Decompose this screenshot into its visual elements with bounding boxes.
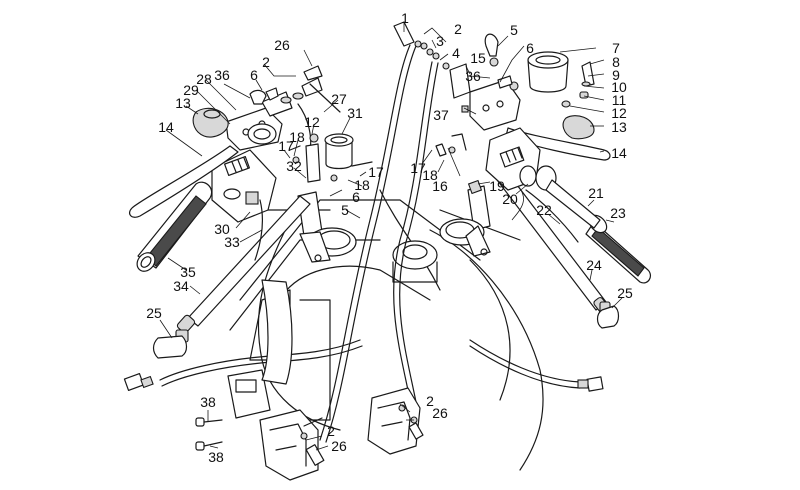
left-throttle-grip <box>136 181 213 272</box>
callout-6: 6 <box>526 40 534 56</box>
leader-lines <box>159 22 623 451</box>
callout-25: 25 <box>617 285 633 301</box>
left-switch-cover <box>192 107 229 138</box>
callout-2b: 2 <box>262 54 270 70</box>
right-brake-master-cylinder <box>449 33 569 131</box>
callout-1: 1 <box>401 10 409 26</box>
callout-10: 10 <box>611 79 627 95</box>
right-lever <box>505 127 611 161</box>
callout-5b: 5 <box>341 202 349 218</box>
callout-28: 28 <box>196 71 212 87</box>
callout-17c: 17 <box>368 164 384 180</box>
callout-35: 35 <box>180 264 196 280</box>
callout-30: 30 <box>214 221 230 237</box>
brake-hoses <box>319 44 439 443</box>
callout-26c: 26 <box>432 405 448 421</box>
callout-16: 16 <box>432 178 448 194</box>
left-clutch-reservoir <box>289 133 373 183</box>
callout-29: 29 <box>183 82 199 98</box>
callout-32: 32 <box>286 158 302 174</box>
callout-24: 24 <box>586 257 602 273</box>
callout-5: 5 <box>510 22 518 38</box>
callout-37: 37 <box>433 107 449 123</box>
right-reservoir-hardware <box>561 61 595 108</box>
callout-2d: 2 <box>426 393 434 409</box>
callout-26: 26 <box>274 37 290 53</box>
callout-23: 23 <box>610 205 626 221</box>
left-lever <box>128 145 239 218</box>
right-clip-on <box>439 179 491 257</box>
callout-38a: 38 <box>200 394 216 410</box>
caliper-bolts <box>195 417 223 451</box>
callout-36b: 36 <box>214 67 230 83</box>
callout-17b: 17 <box>278 138 294 154</box>
right-small-bracket <box>435 133 467 157</box>
callout-6c: 6 <box>352 189 360 205</box>
callout-8: 8 <box>612 54 620 70</box>
left-switch-housing <box>211 149 277 261</box>
callout-15: 15 <box>470 50 486 66</box>
left-brake-caliper <box>227 369 325 481</box>
callout-36: 36 <box>465 68 481 84</box>
callout-25b: 25 <box>146 305 162 321</box>
callout-33: 33 <box>224 234 240 250</box>
left-clip-on <box>297 191 357 263</box>
callout-20: 20 <box>502 191 518 207</box>
callout-26b: 26 <box>331 438 347 454</box>
callout-6b: 6 <box>250 67 258 83</box>
callout-14: 14 <box>611 145 627 161</box>
callout-12b: 12 <box>304 114 320 130</box>
right-bar-end-weight <box>596 301 620 329</box>
callout-12: 12 <box>611 105 627 121</box>
callout-13: 13 <box>611 119 627 135</box>
callout-27: 27 <box>331 91 347 107</box>
callout-2: 2 <box>454 21 462 37</box>
wiring-connectors <box>123 339 604 392</box>
callout-11: 11 <box>611 92 627 108</box>
frame-structure <box>229 189 544 471</box>
left-handlebar-tube <box>176 195 311 334</box>
callout-22: 22 <box>536 202 552 218</box>
callout-4: 4 <box>452 45 460 61</box>
callout-3: 3 <box>436 33 444 49</box>
left-bar-end-weight <box>152 329 189 359</box>
callout-19: 19 <box>489 178 505 194</box>
callout-38b: 38 <box>208 449 224 465</box>
right-throttle-parts <box>511 165 601 243</box>
callout-18c: 18 <box>354 177 370 193</box>
callout-13b: 13 <box>175 95 191 111</box>
callout-7: 7 <box>612 40 620 56</box>
callout-18: 18 <box>422 167 438 183</box>
callout-2c: 2 <box>327 423 335 439</box>
callout-21: 21 <box>588 185 604 201</box>
callout-31: 31 <box>347 105 363 121</box>
callout-34: 34 <box>173 278 189 294</box>
left-fork-leg <box>261 279 293 385</box>
callout-18b: 18 <box>289 129 305 145</box>
banjo-bolt <box>393 21 450 70</box>
callout-14b: 14 <box>158 119 174 135</box>
left-banjo-fittings <box>249 65 341 151</box>
callout-9: 9 <box>612 67 620 83</box>
callout-17: 17 <box>410 160 426 176</box>
right-switch-cover <box>562 115 595 140</box>
